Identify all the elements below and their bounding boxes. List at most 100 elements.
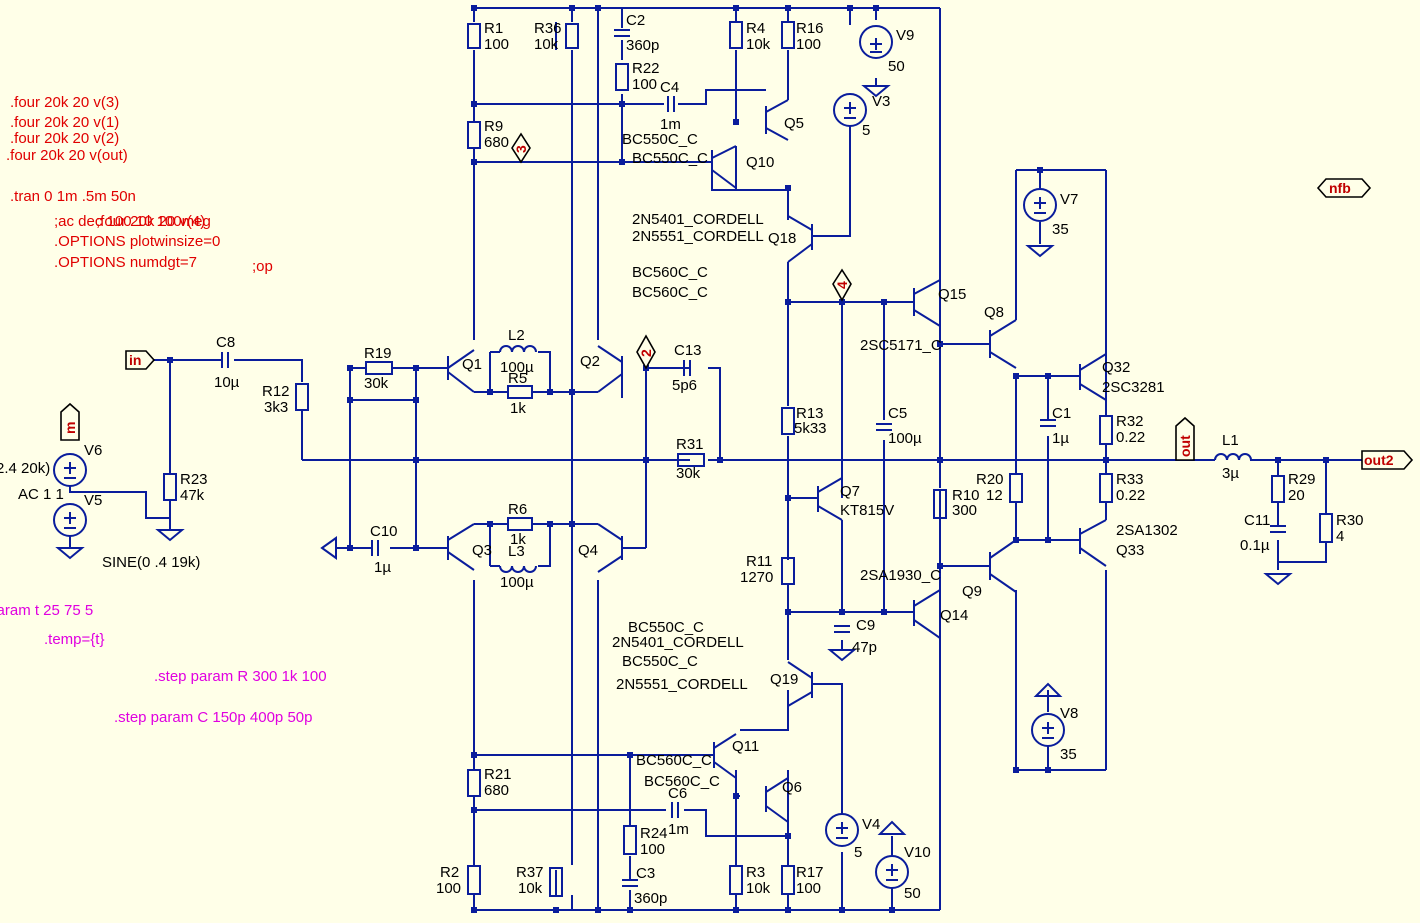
svg-text:1µ: 1µ xyxy=(1052,430,1069,447)
svg-text:V5: V5 xyxy=(84,492,102,509)
svg-text:Q8: Q8 xyxy=(984,304,1004,321)
svg-text:R21: R21 xyxy=(484,766,512,783)
net-in-tag[interactable]: in xyxy=(125,350,156,370)
net-m-tag[interactable]: m xyxy=(60,402,80,441)
directive-tran: .tran 0 1m .5m 50n xyxy=(10,188,136,205)
svg-text:C11: C11 xyxy=(1244,512,1270,529)
svg-text:1270: 1270 xyxy=(740,569,773,586)
svg-text:SINE(0 .4 19k): SINE(0 .4 19k) xyxy=(102,554,200,571)
svg-text:5k33: 5k33 xyxy=(794,420,827,437)
directive-param-t: .param t 25 75 5 xyxy=(0,602,93,619)
svg-text:C3: C3 xyxy=(636,865,655,882)
transistors xyxy=(447,99,1107,823)
svg-text:R5: R5 xyxy=(508,370,527,387)
svg-text:Q4: Q4 xyxy=(578,542,598,559)
svg-text:50: 50 xyxy=(888,58,905,75)
svg-text:R11: R11 xyxy=(746,553,772,570)
svg-text:R23: R23 xyxy=(180,471,208,488)
net-labels: in nfb out2 out m 3 2 4 xyxy=(60,132,1414,470)
component-labels: R1 100 R36 10k C2 360p R22 100 C4 1m R4 … xyxy=(0,12,1364,907)
svg-text:V9: V9 xyxy=(896,27,914,44)
svg-text:R12: R12 xyxy=(262,383,290,400)
directive-op: ;op xyxy=(252,258,273,275)
svg-text:10k: 10k xyxy=(518,880,543,897)
svg-text:1m: 1m xyxy=(668,821,689,838)
svg-text:50: 50 xyxy=(904,885,921,902)
svg-text:V6: V6 xyxy=(84,442,102,459)
svg-text:4: 4 xyxy=(834,281,850,289)
svg-text:C2: C2 xyxy=(626,12,645,29)
svg-text:Q2: Q2 xyxy=(580,353,600,370)
svg-text:10k: 10k xyxy=(746,880,771,897)
svg-text:R33: R33 xyxy=(1116,471,1144,488)
svg-text:Q7: Q7 xyxy=(840,483,860,500)
svg-text:12: 12 xyxy=(986,487,1003,504)
inductors xyxy=(499,345,1252,573)
svg-text:R24: R24 xyxy=(640,825,668,842)
voltage-sources xyxy=(53,25,1065,889)
directive-four-v1: .four 20k 20 v(1) xyxy=(10,114,119,131)
svg-text:0.22: 0.22 xyxy=(1116,487,1145,504)
svg-text:in: in xyxy=(129,352,141,368)
svg-text:4: 4 xyxy=(1336,528,1344,545)
svg-text:nfb: nfb xyxy=(1329,180,1351,196)
directive-four-v3: .four 20k 20 v(3) xyxy=(10,94,119,111)
net-out2-tag[interactable]: out2 xyxy=(1361,450,1414,470)
svg-text:BC550C_C: BC550C_C xyxy=(622,131,698,148)
net-nfb-tag[interactable]: nfb xyxy=(1316,178,1372,198)
svg-text:10µ: 10µ xyxy=(214,374,240,391)
svg-text:100: 100 xyxy=(484,36,509,53)
svg-text:R2: R2 xyxy=(440,864,459,881)
svg-text:2SC3281: 2SC3281 xyxy=(1102,379,1165,396)
svg-text:V3: V3 xyxy=(872,93,890,110)
directive-ac: ;ac dec 100 10 100meg xyxy=(54,213,211,230)
svg-text:5: 5 xyxy=(854,844,862,861)
svg-text:1m: 1m xyxy=(660,116,681,133)
svg-text:Q3: Q3 xyxy=(472,542,492,559)
svg-text:L3: L3 xyxy=(508,543,525,560)
directive-step-r: .step param R 300 1k 100 xyxy=(154,668,327,685)
svg-text:V8: V8 xyxy=(1060,705,1078,722)
svg-text:100: 100 xyxy=(640,841,665,858)
svg-text:0.22: 0.22 xyxy=(1116,429,1145,446)
net-2-tag[interactable]: 2 xyxy=(636,334,656,370)
svg-text:2N5401_CORDELL: 2N5401_CORDELL xyxy=(612,634,744,651)
net-3-tag[interactable]: 3 xyxy=(511,132,531,164)
net-4-tag[interactable]: 4 xyxy=(832,268,852,302)
svg-text:2N5551_CORDELL: 2N5551_CORDELL xyxy=(632,228,764,245)
svg-text:10k: 10k xyxy=(746,36,771,53)
svg-text:R20: R20 xyxy=(976,471,1004,488)
svg-text:C4: C4 xyxy=(660,79,679,96)
svg-text:Q1: Q1 xyxy=(462,356,482,373)
svg-text:30k: 30k xyxy=(364,375,389,392)
svg-text:BC560C_C: BC560C_C xyxy=(632,284,708,301)
svg-text:680: 680 xyxy=(484,782,509,799)
directive-numdgt: .OPTIONS numdgt=7 xyxy=(54,254,197,271)
svg-text:Q32: Q32 xyxy=(1102,359,1130,376)
directive-four-v4-overlap: ;four 20k 20 v(4) xyxy=(96,213,205,230)
spice-directives[interactable]: .four 20k 20 v(3) .four 20k 20 v(1) .fou… xyxy=(0,94,327,726)
svg-text:100: 100 xyxy=(632,76,657,93)
svg-text:C5: C5 xyxy=(888,405,907,422)
directive-step-c: .step param C 150p 400p 50p xyxy=(114,709,312,726)
svg-text:R37: R37 xyxy=(516,864,544,881)
svg-text:300: 300 xyxy=(952,502,977,519)
svg-text:R1: R1 xyxy=(484,20,503,37)
svg-text:BC550C_C: BC550C_C xyxy=(632,150,708,167)
net-out-tag[interactable]: out xyxy=(1175,416,1195,461)
svg-text:BC560C_C: BC560C_C xyxy=(644,773,720,790)
svg-text:360p: 360p xyxy=(626,37,659,54)
resistors xyxy=(163,21,1333,897)
svg-text:R19: R19 xyxy=(364,345,392,362)
svg-text:2N5551_CORDELL: 2N5551_CORDELL xyxy=(616,676,748,693)
svg-text:BC560C_C: BC560C_C xyxy=(632,264,708,281)
svg-text:BC550C_C: BC550C_C xyxy=(628,619,704,636)
svg-text:20: 20 xyxy=(1288,487,1305,504)
svg-text:KT815V: KT815V xyxy=(840,502,894,519)
svg-text:R9: R9 xyxy=(484,118,503,135)
svg-text:R3: R3 xyxy=(746,864,765,881)
svg-text:35: 35 xyxy=(1060,746,1077,763)
svg-text:3: 3 xyxy=(513,145,529,153)
svg-text:Q9: Q9 xyxy=(962,583,982,600)
